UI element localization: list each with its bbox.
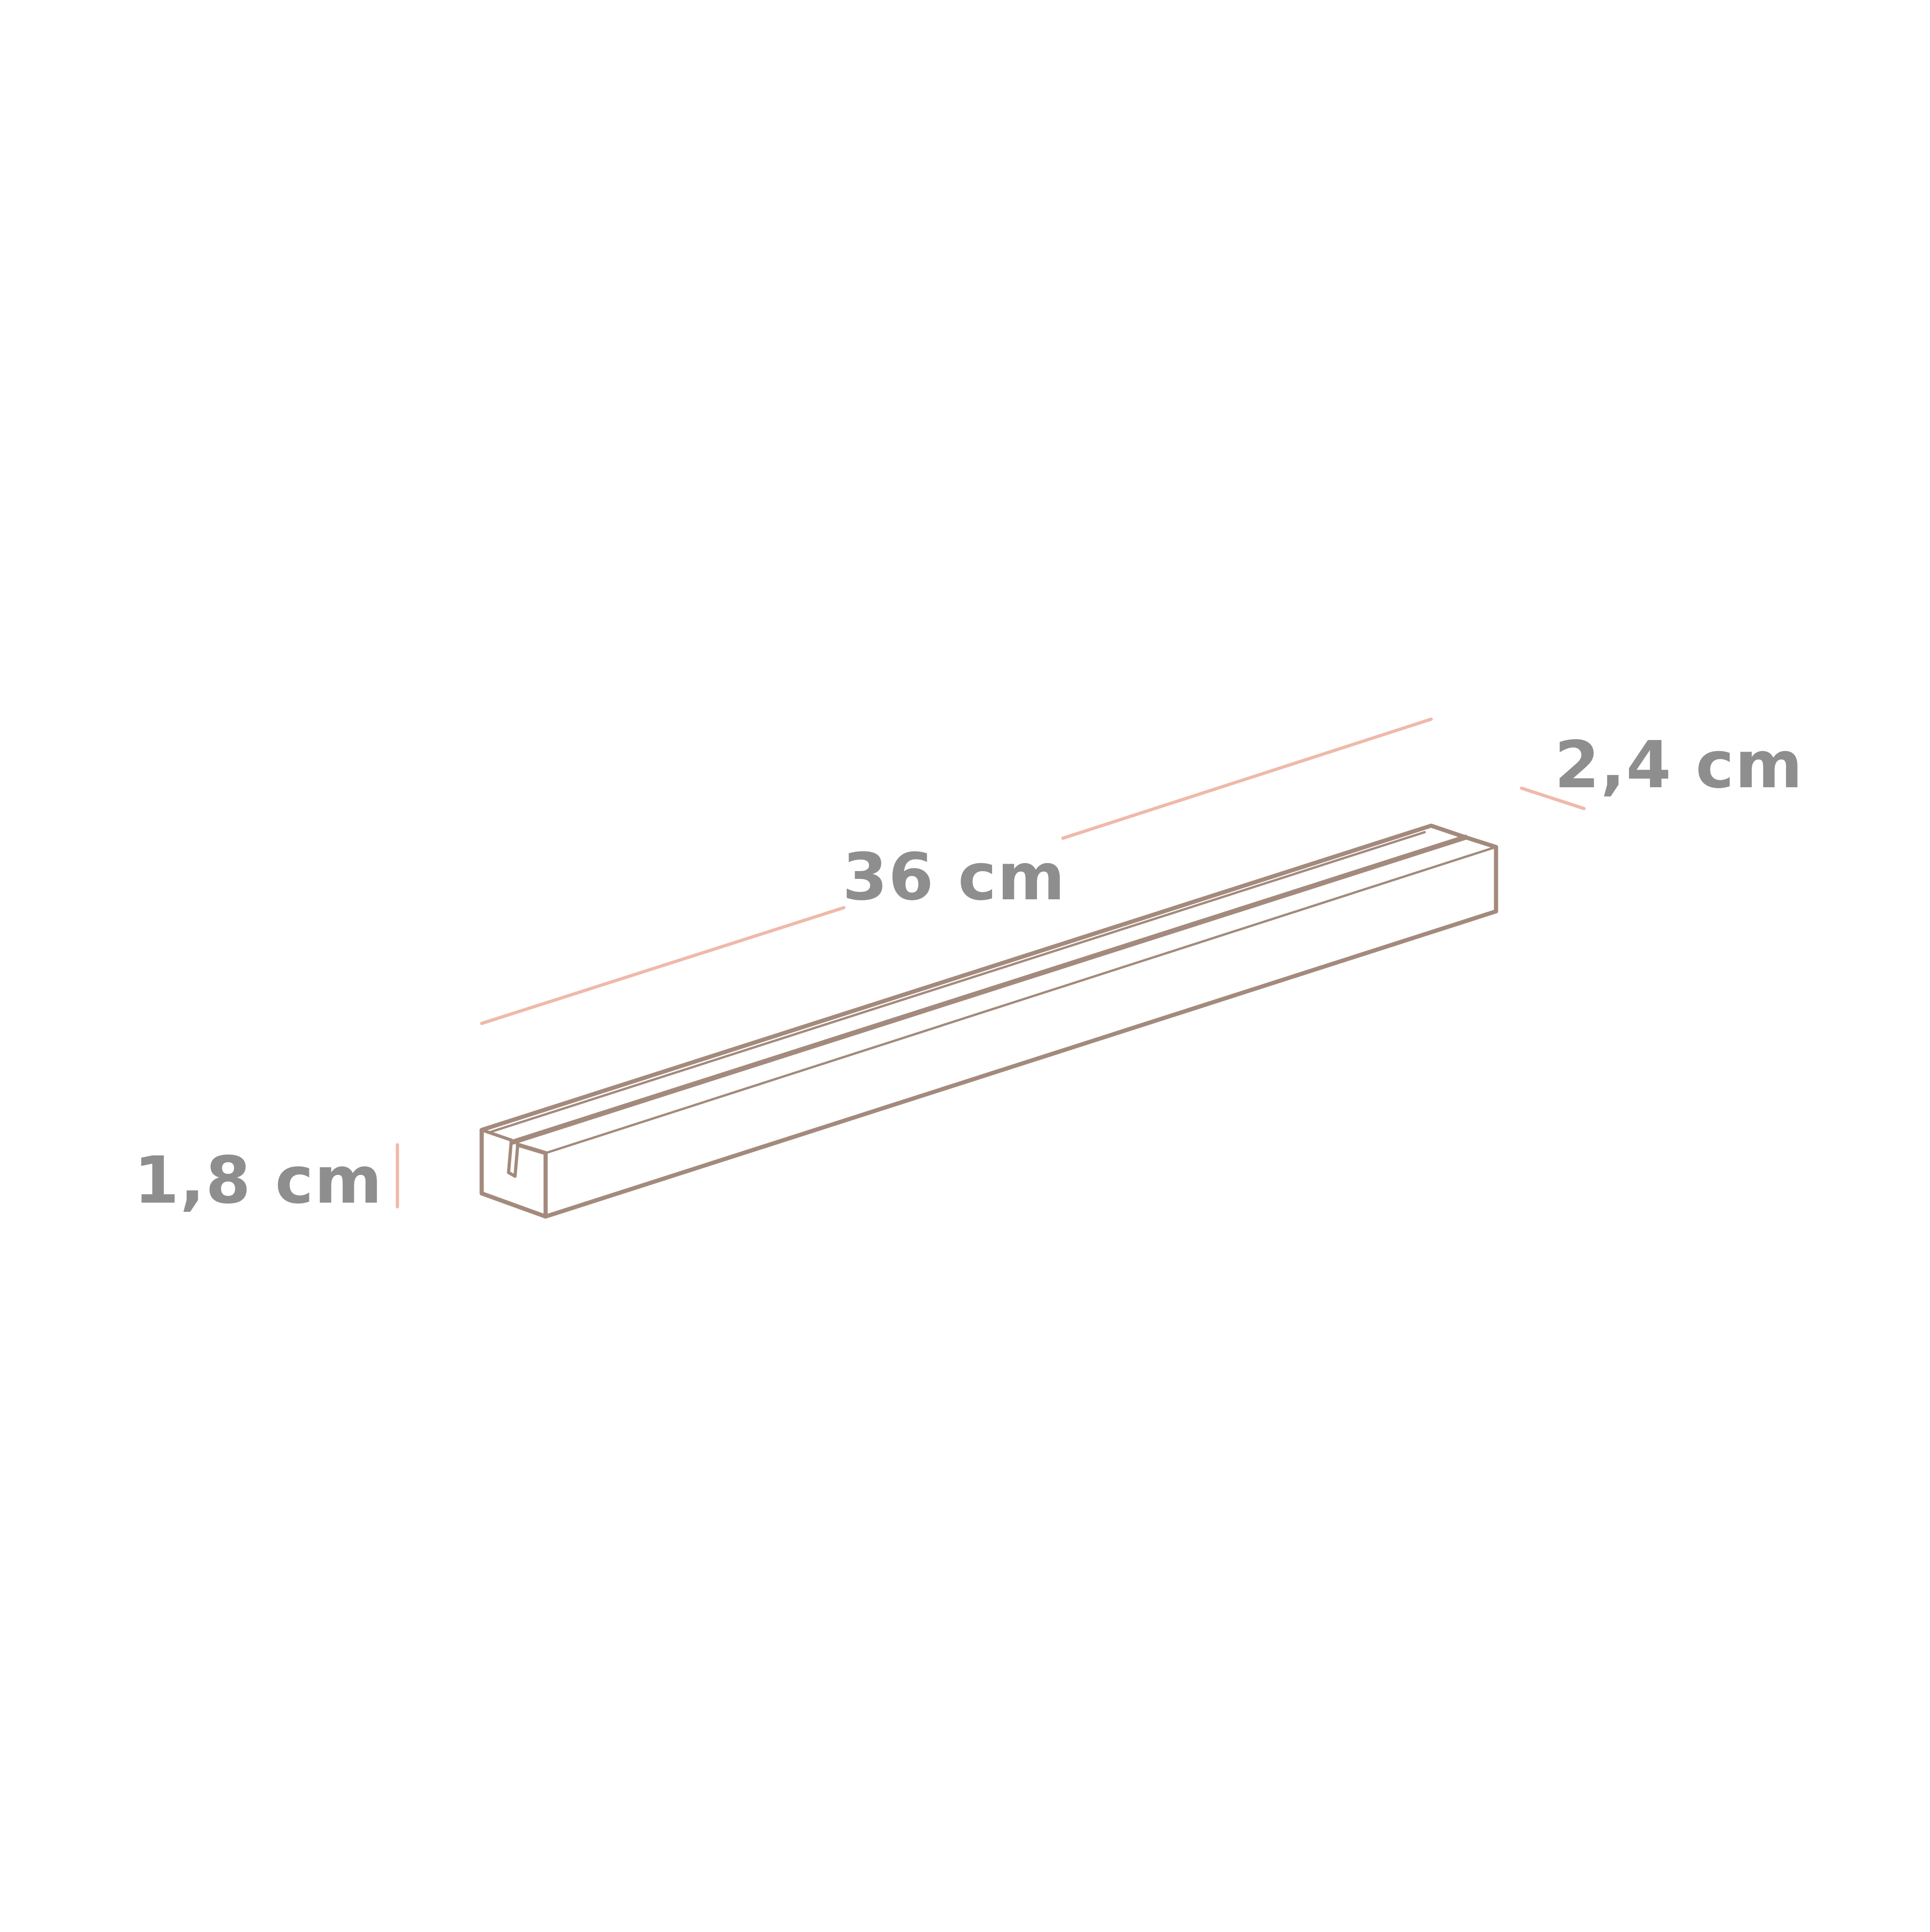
bar-front-face-top-edge bbox=[544, 846, 1497, 1154]
height-label: 1,8 cm bbox=[134, 1143, 383, 1218]
bar-top-groove-edge bbox=[510, 834, 1468, 1145]
length-dimension-line-right bbox=[1061, 717, 1433, 840]
bar-front-face-bottom-edge bbox=[543, 909, 1498, 1219]
dimension-labels: 36 cm 2,4 cm 1,8 cm bbox=[134, 728, 1804, 1218]
bar-top-face-inner-line bbox=[487, 831, 1426, 1134]
width-label: 2,4 cm bbox=[1554, 728, 1804, 803]
length-dimension-line-left bbox=[480, 906, 846, 1025]
dimension-lines bbox=[396, 717, 1586, 1209]
wall-bar-outline bbox=[479, 823, 1498, 1219]
bar-left-groove-detail bbox=[507, 1138, 520, 1178]
length-label: 36 cm bbox=[842, 840, 1066, 915]
bar-left-end-diagonal bbox=[480, 1128, 513, 1142]
width-dimension-line bbox=[1520, 786, 1586, 810]
bar-left-end-face bbox=[479, 1128, 548, 1219]
bar-top-face-back-edge bbox=[479, 823, 1468, 1132]
